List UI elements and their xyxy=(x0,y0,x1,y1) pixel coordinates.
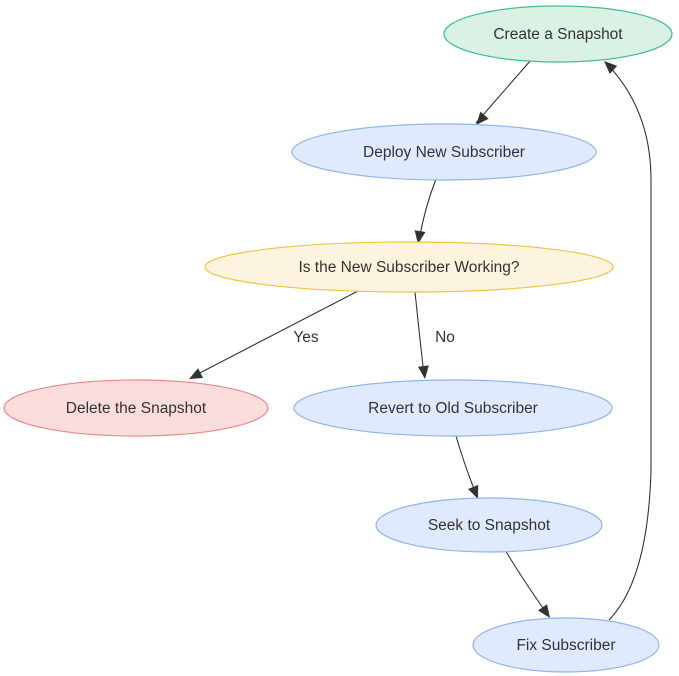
node-create-snapshot[interactable]: Create a Snapshot xyxy=(443,5,673,63)
node-shape[interactable] xyxy=(443,5,673,63)
node-label: Revert to Old Subscriber xyxy=(368,400,538,417)
edge-label-no: No xyxy=(435,329,455,346)
arrowhead-icon xyxy=(604,61,618,74)
edge-label-yes: Yes xyxy=(293,329,319,346)
edge-create-snapshot-to-deploy-new-subscriber xyxy=(475,59,532,125)
node-label: Delete the Snapshot xyxy=(66,400,207,417)
arrowhead-icon xyxy=(417,365,429,379)
node-label: Deploy New Subscriber xyxy=(363,144,525,161)
edge-seek-to-snapshot-to-fix-subscriber xyxy=(504,549,550,618)
arrowhead-icon xyxy=(468,484,479,499)
edge-is-working-to-delete-snapshot xyxy=(189,289,361,379)
edge-fix-subscriber-to-create-snapshot xyxy=(604,61,652,621)
edge-line xyxy=(606,63,652,621)
node-shape[interactable] xyxy=(204,241,614,293)
node-shape[interactable] xyxy=(472,617,660,673)
node-label: Seek to Snapshot xyxy=(428,517,551,534)
node-shape[interactable] xyxy=(3,379,269,437)
node-deploy-new-subscriber[interactable]: Deploy New Subscriber xyxy=(291,123,597,181)
edge-deploy-new-subscriber-to-is-working xyxy=(414,178,437,244)
arrowhead-icon xyxy=(476,111,489,125)
edge-revert-old-subscriber-to-seek-to-snapshot xyxy=(455,435,479,499)
edges-layer xyxy=(189,59,652,621)
node-shape[interactable] xyxy=(293,379,613,437)
edge-labels-layer: Yes No xyxy=(293,329,455,346)
edge-line xyxy=(475,59,532,124)
edge-is-working-to-revert-old-subscriber xyxy=(414,291,429,379)
node-label: Create a Snapshot xyxy=(493,26,623,43)
node-shape[interactable] xyxy=(291,123,597,181)
arrowhead-icon xyxy=(189,368,204,379)
arrowhead-icon xyxy=(414,230,426,244)
node-label: Fix Subscriber xyxy=(516,637,615,654)
node-is-working[interactable]: Is the New Subscriber Working? xyxy=(204,241,614,293)
edge-line xyxy=(191,289,361,378)
node-revert-old-subscriber[interactable]: Revert to Old Subscriber xyxy=(293,379,613,437)
edge-line xyxy=(414,291,425,376)
node-fix-subscriber[interactable]: Fix Subscriber xyxy=(472,617,660,673)
node-label: Is the New Subscriber Working? xyxy=(298,259,519,276)
arrowhead-icon xyxy=(538,604,550,618)
node-seek-to-snapshot[interactable]: Seek to Snapshot xyxy=(375,497,603,553)
node-delete-snapshot[interactable]: Delete the Snapshot xyxy=(3,379,269,437)
edge-line xyxy=(504,549,549,616)
node-shape[interactable] xyxy=(375,497,603,553)
